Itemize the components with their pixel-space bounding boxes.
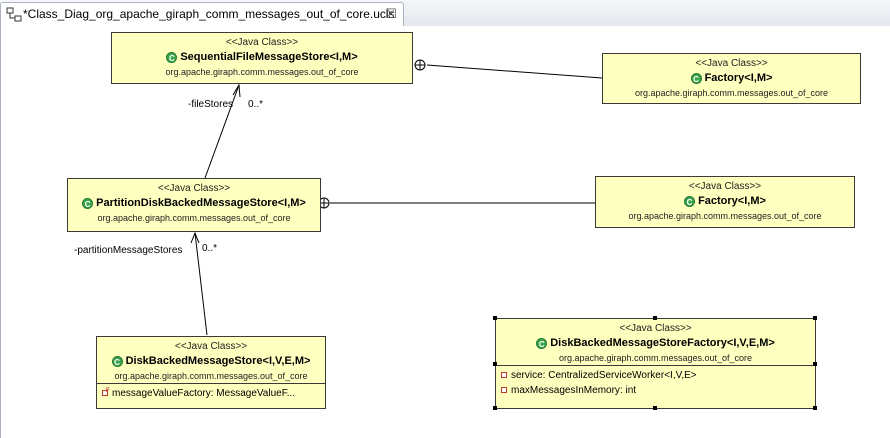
java-class-icon: C (111, 356, 123, 367)
association-multiplicity-label: 0..* (248, 99, 264, 110)
close-icon[interactable]: ☒ (385, 6, 397, 21)
association-file-stores (204, 84, 240, 179)
stereotype-label: <<Java Class>> (688, 181, 762, 192)
java-class-icon: C (536, 338, 548, 349)
attributes-compartment: messageValueFactory: MessageValueF... (97, 383, 325, 403)
java-class-icon: C (82, 198, 94, 209)
editor-tab-bar: *Class_Diag_org_apache_giraph_comm_messa… (0, 0, 890, 27)
java-class-icon: C (166, 52, 178, 63)
attribute-row[interactable]: service: CentralizedServiceWorker<I,V,E> (501, 368, 810, 383)
editor-tab-title: *Class_Diag_org_apache_giraph_comm_messa… (23, 7, 395, 21)
connectors-layer (190, 59, 603, 336)
attribute-row[interactable]: messageValueFactory: MessageValueF... (102, 386, 320, 401)
package-label: org.apache.giraph.comm.messages.out_of_c… (114, 371, 308, 381)
stereotype-label: <<Java Class>> (619, 323, 692, 334)
editor-tab[interactable]: *Class_Diag_org_apache_giraph_comm_messa… (0, 2, 404, 26)
class-name: Factory<I,M> (704, 72, 773, 84)
private-field-icon (501, 372, 507, 378)
nested-class-circle-plus-icon (414, 59, 426, 71)
package-label: org.apache.giraph.comm.messages.out_of_c… (634, 88, 829, 98)
stereotype-label: <<Java Class>> (174, 341, 248, 352)
attribute-text: service: CentralizedServiceWorker<I,V,E> (511, 370, 697, 381)
java-class-icon: C (684, 196, 696, 207)
association-role-label: -fileStores (188, 99, 234, 110)
class-diagram-icon (6, 7, 22, 22)
selection-handle[interactable] (653, 406, 657, 410)
association-arrowhead (232, 83, 241, 98)
selection-handle[interactable] (813, 362, 817, 366)
attribute-text: maxMessagesInMemory: int (511, 385, 637, 396)
selection-handle[interactable] (653, 316, 657, 320)
package-label: org.apache.giraph.comm.messages.out_of_c… (165, 67, 359, 77)
class-name: PartitionDiskBackedMessageStore<I,M> (96, 197, 306, 209)
association-multiplicity-label: 0..* (202, 243, 218, 254)
package-label: org.apache.giraph.comm.messages.out_of_c… (558, 353, 753, 363)
selection-handle[interactable] (813, 316, 817, 320)
class-name: DiskBackedMessageStoreFactory<I,V,E,M> (550, 337, 775, 349)
private-field-icon (501, 387, 507, 393)
nesting-connector-top (426, 64, 603, 79)
attribute-row[interactable]: maxMessagesInMemory: int (501, 383, 810, 398)
package-label: org.apache.giraph.comm.messages.out_of_c… (628, 211, 822, 221)
package-label: org.apache.giraph.comm.messages.out_of_c… (97, 213, 291, 223)
attribute-text: messageValueFactory: MessageValueF... (112, 388, 296, 399)
attributes-compartment: service: CentralizedServiceWorker<I,V,E>… (496, 365, 815, 400)
stereotype-label: <<Java Class>> (225, 37, 299, 48)
selection-handle[interactable] (493, 316, 497, 320)
class-name: DiskBackedMessageStore<I,V,E,M> (125, 355, 311, 367)
stereotype-label: <<Java Class>> (695, 58, 768, 69)
association-role-label: -partitionMessageStores (74, 245, 183, 256)
association-arrowhead (190, 231, 200, 244)
class-name: SequentialFileMessageStore<I,M> (180, 51, 358, 63)
private-field-icon (102, 386, 110, 399)
selection-handle[interactable] (813, 406, 817, 410)
class-name: Factory<I,M> (698, 195, 766, 207)
stereotype-label: <<Java Class>> (157, 183, 231, 194)
selection-handle[interactable] (493, 362, 497, 366)
diagram-canvas[interactable]: -fileStores 0..* -partitionMessageStores… (0, 26, 890, 438)
selection-handle[interactable] (493, 406, 497, 410)
java-class-icon: C (690, 73, 702, 84)
association-partition-stores (194, 232, 208, 336)
